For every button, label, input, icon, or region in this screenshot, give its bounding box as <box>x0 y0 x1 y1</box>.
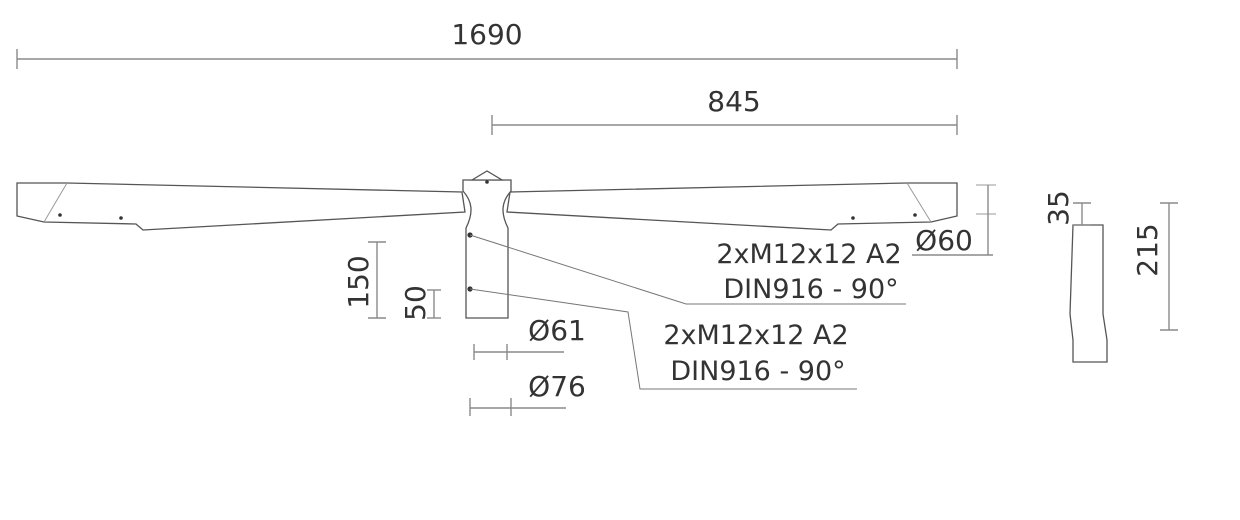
side-top-dimension: 35 <box>1042 190 1091 226</box>
screw-offset-dimension: 50 <box>399 285 441 321</box>
inner-diameter-label: Ø61 <box>528 314 586 347</box>
center-hub <box>462 170 512 319</box>
overall-length-label: 1690 <box>451 18 522 51</box>
outer-diameter-label: Ø76 <box>528 370 586 403</box>
outer-diameter-dimension: Ø76 <box>469 370 586 416</box>
arm-height-label: Ø60 <box>915 224 973 257</box>
lamp-arms <box>16 182 958 231</box>
upper-screw-note: 2xM12x12 A2 DIN916 - 90° <box>469 234 906 305</box>
side-top-label: 35 <box>1042 190 1075 226</box>
half-length-dimension: 845 <box>491 85 958 135</box>
spigot-length-label: 150 <box>342 255 375 308</box>
arm-height-dimension: Ø60 <box>912 184 996 257</box>
side-height-label: 215 <box>1131 223 1164 276</box>
upper-screw-note-line1: 2xM12x12 A2 <box>716 239 901 270</box>
spigot-length-dimension: 150 <box>342 241 386 319</box>
half-length-label: 845 <box>707 85 760 118</box>
overall-length-dimension: 1690 <box>16 18 958 69</box>
inner-diameter-dimension: Ø61 <box>473 314 586 360</box>
upper-screw-note-line2: DIN916 - 90° <box>723 274 898 305</box>
lower-screw-note-line2: DIN916 - 90° <box>670 356 845 387</box>
side-view <box>1069 224 1108 363</box>
side-height-dimension: 215 <box>1131 202 1178 331</box>
lower-screw-note-line1: 2xM12x12 A2 <box>663 320 848 351</box>
screw-offset-label: 50 <box>399 285 432 321</box>
lower-screw-note: 2xM12x12 A2 DIN916 - 90° <box>469 288 857 390</box>
